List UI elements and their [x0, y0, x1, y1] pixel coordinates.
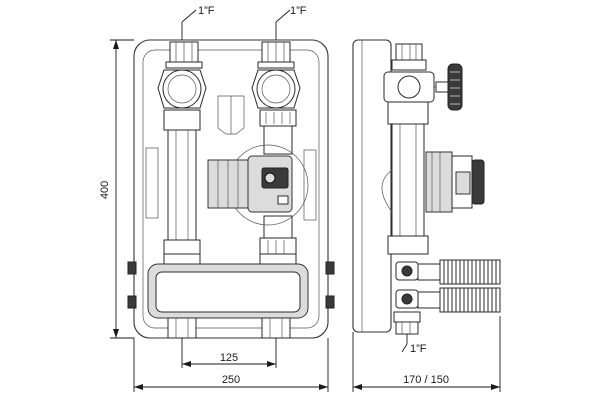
bottom-right-outlet	[261, 317, 291, 339]
pump-speed-knob	[264, 172, 276, 184]
screw-right-upper	[325, 261, 335, 275]
width-dimension-label: 250	[222, 374, 240, 386]
screw-left-lower	[127, 295, 137, 309]
front-dimensions: 1”F 1”F 400 125 250	[99, 5, 329, 392]
bottom-right-collar	[259, 253, 297, 265]
right-ball-valve	[251, 69, 301, 109]
center-bracket	[217, 95, 245, 135]
top-left-fitting	[165, 41, 203, 69]
spacing-dimension-label: 125	[220, 352, 238, 364]
front-outer-shell	[133, 39, 329, 339]
left-ball-valve	[157, 69, 207, 109]
front-view	[127, 39, 335, 339]
right-side-clip	[303, 149, 317, 221]
side-lower-valve-lower	[395, 289, 419, 309]
height-dimension-label: 400	[99, 181, 111, 199]
screw-right-lower	[325, 295, 335, 309]
handwheel	[447, 63, 463, 111]
left-side-clip	[145, 147, 159, 219]
top-left-connection-label: 1”F	[198, 5, 215, 17]
depth-dimension-label: 170 / 150	[403, 374, 449, 386]
side-vertical-pipe	[387, 101, 429, 255]
top-right-fitting	[257, 41, 295, 69]
top-right-connection-label: 1”F	[290, 5, 307, 17]
side-dimensions: 1”F 170 / 150	[352, 316, 501, 392]
bottom-left-outlet	[167, 317, 197, 339]
flex-hose-upper	[439, 259, 501, 285]
side-back-shell	[352, 39, 392, 333]
screw-left-upper	[127, 261, 137, 275]
bottom-left-collar	[163, 253, 201, 265]
left-pipe	[163, 109, 201, 255]
side-bottom-outlet	[393, 311, 421, 335]
circulation-pump	[207, 144, 309, 226]
flex-hose-lower	[439, 287, 501, 313]
mounting-bracket	[147, 263, 309, 319]
side-bottom-connection-label: 1”F	[410, 343, 427, 355]
side-top-valve	[383, 43, 449, 103]
side-view	[352, 39, 501, 335]
side-lower-valve-upper	[395, 261, 419, 281]
side-pump	[381, 151, 485, 213]
front-inner-shell	[142, 49, 320, 329]
